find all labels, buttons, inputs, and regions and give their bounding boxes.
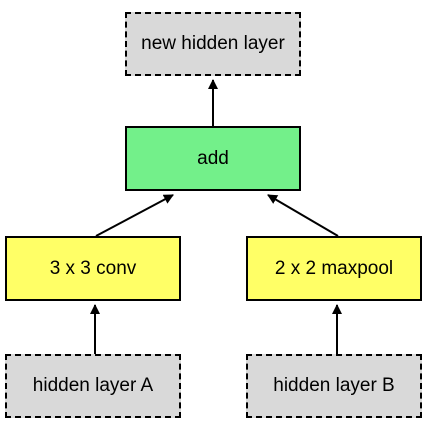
edge-maxpool-to-add (267, 194, 339, 237)
edge-conv-to-add (95, 194, 174, 237)
hidden-layer-a-label: hidden layer A (32, 375, 154, 396)
maxpool-node: 2 x 2 maxpool (246, 236, 422, 301)
add-label: add (197, 147, 229, 169)
conv-label: 3 x 3 conv (49, 257, 137, 279)
conv-node: 3 x 3 conv (5, 236, 181, 301)
hidden-layer-b-node: hidden layer B (246, 354, 422, 418)
new-hidden-layer-node: new hidden layer (125, 12, 301, 76)
add-node: add (125, 126, 301, 191)
new-hidden-layer-label: new hidden layer (141, 33, 285, 54)
hidden-layer-a-node: hidden layer A (5, 354, 181, 418)
maxpool-label: 2 x 2 maxpool (274, 257, 394, 279)
hidden-layer-b-label: hidden layer B (273, 375, 395, 396)
